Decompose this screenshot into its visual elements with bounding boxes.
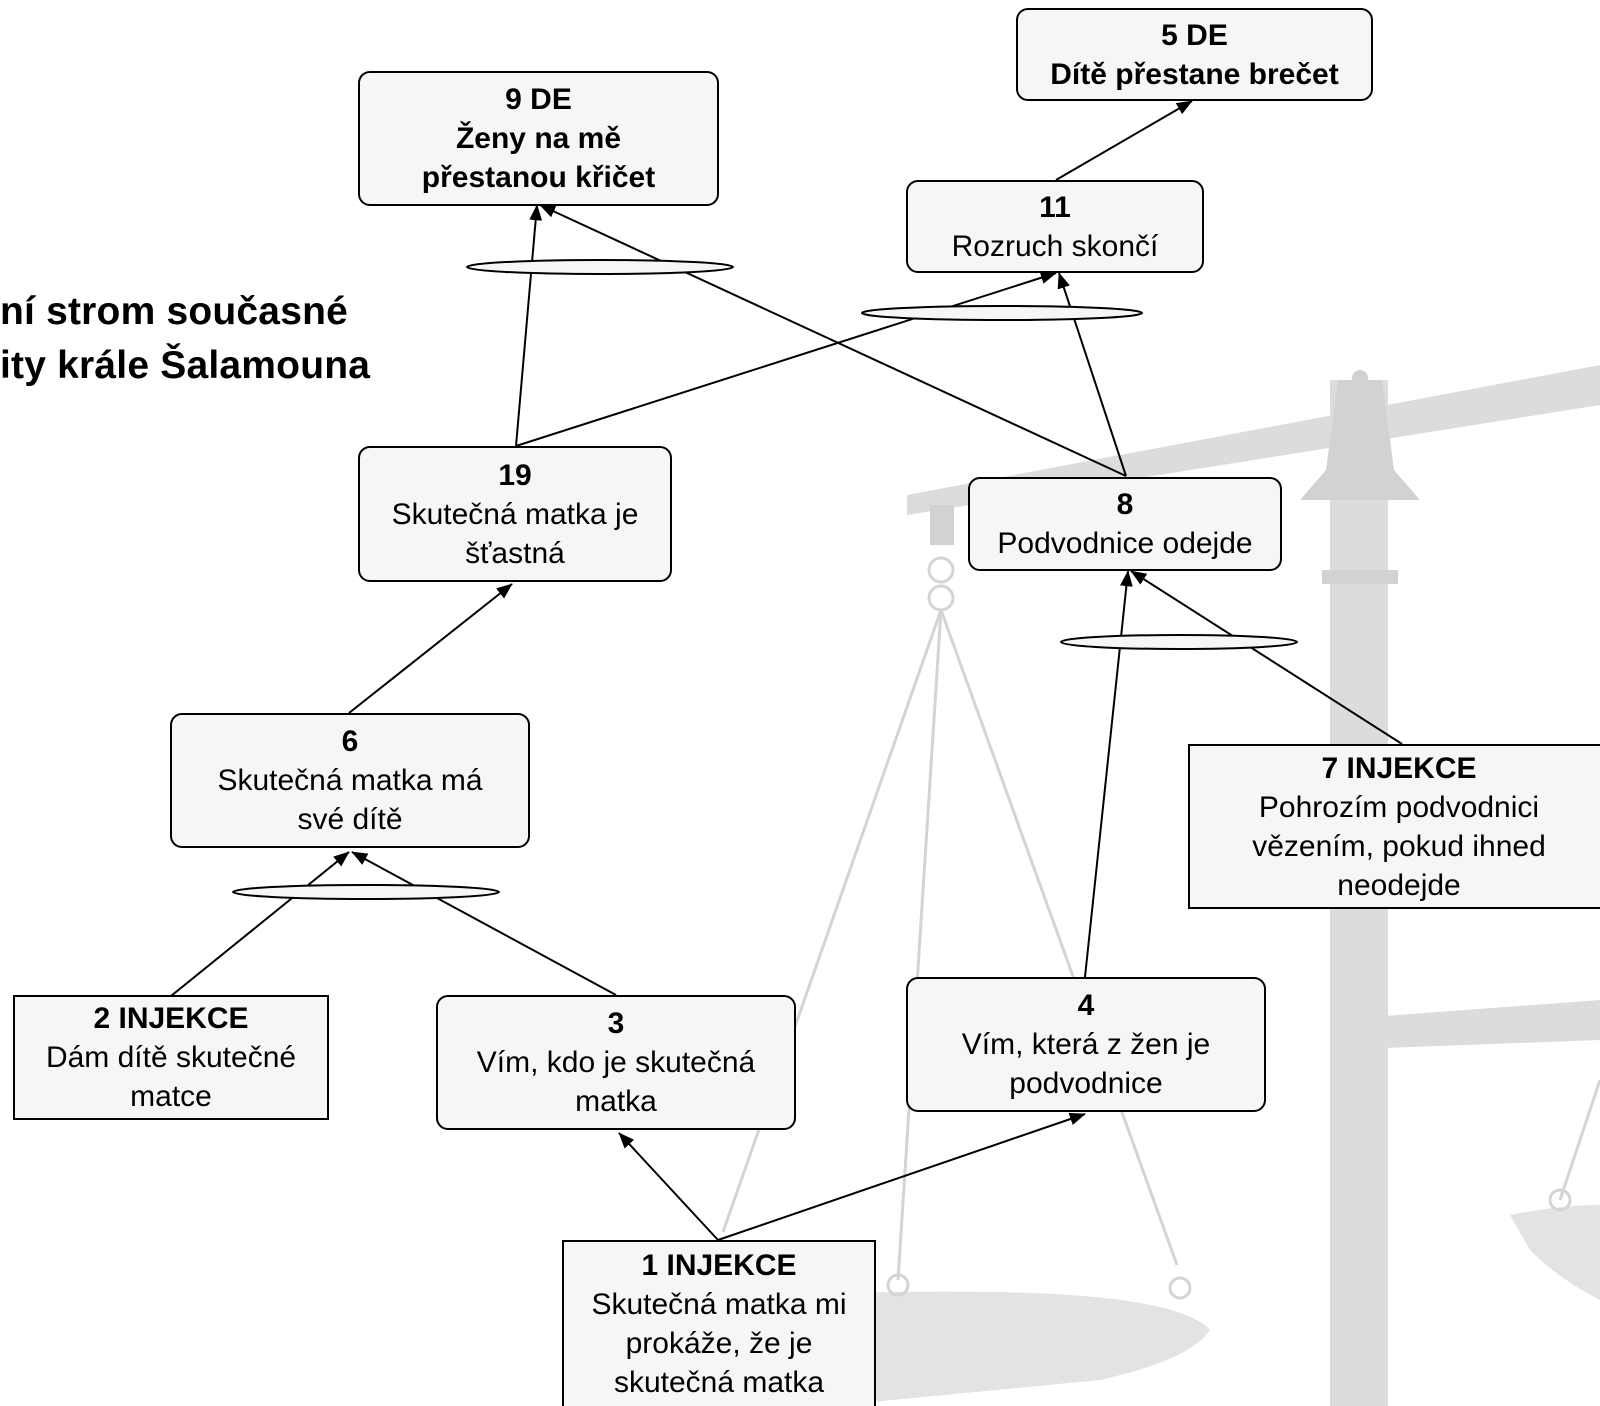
- node-4-id: 4: [1077, 989, 1095, 1022]
- node-3: 3 Vím, kdo je skutečná matka: [436, 995, 796, 1130]
- edge-8-to-9: [539, 204, 1127, 477]
- node-11-text: Rozruch skončí: [951, 229, 1159, 263]
- node-7-text: Pohrozím podvodnici vězením, pokud ihned…: [1252, 790, 1546, 902]
- node-1-id: 1 INJEKCE: [641, 1249, 797, 1282]
- node-5-text: Dítě přestane brečet: [1050, 57, 1339, 91]
- node-3-text: Vím, kdo je skutečná matka: [476, 1046, 756, 1118]
- node-11-id: 11: [1039, 190, 1071, 224]
- and-connector-9: [466, 259, 734, 275]
- edge-19-to-9: [515, 204, 543, 447]
- diagram-title-line-1: ní strom současné: [0, 290, 349, 333]
- node-7-id: 7 INJEKCE: [1321, 751, 1477, 785]
- edge-11-to-5: [1055, 100, 1193, 181]
- node-7-injekce: 7 INJEKCE Pohrozím podvodnici vězením, p…: [1188, 744, 1600, 909]
- node-6: 6 Skutečná matka má své dítě: [170, 713, 530, 848]
- diagram-title-line-2: ity krále Šalamouna: [0, 344, 371, 387]
- node-8-text: Podvodnice odejde: [997, 527, 1253, 560]
- edge-19-to-11: [515, 271, 1057, 447]
- edge-7-to-8: [1130, 570, 1403, 745]
- node-9-de: 9 DE Ženy na mě přestanou křičet: [358, 71, 719, 206]
- node-4-text: Vím, která z žen je podvodnice: [961, 1028, 1211, 1100]
- edge-1-to-4: [717, 1112, 1086, 1241]
- node-6-id: 6: [341, 725, 359, 758]
- node-11: 11 Rozruch skončí: [906, 180, 1204, 273]
- node-5-id: 5 DE: [1161, 18, 1228, 52]
- node-1-text: Skutečná matka mi prokáže, že je skutečn…: [591, 1288, 847, 1399]
- and-connector-8: [1060, 634, 1298, 650]
- node-5-de: 5 DE Dítě přestane brečet: [1016, 8, 1373, 101]
- node-19-id: 19: [498, 458, 532, 492]
- node-2-injekce: 2 INJEKCE Dám dítě skutečné matce: [13, 995, 329, 1120]
- node-1-injekce: 1 INJEKCE Skutečná matka mi prokáže, že …: [562, 1240, 876, 1406]
- edge-6-to-19: [348, 583, 513, 714]
- and-connector-6: [232, 884, 500, 900]
- node-9-text: Ženy na mě přestanou křičet: [421, 122, 656, 194]
- node-8: 8 Podvodnice odejde: [968, 477, 1282, 571]
- node-2-text: Dám dítě skutečné matce: [45, 1041, 297, 1113]
- node-6-text: Skutečná matka má své dítě: [217, 764, 483, 836]
- node-19: 19 Skutečná matka je šťastná: [358, 446, 672, 582]
- and-connector-11: [861, 305, 1143, 321]
- node-19-text: Skutečná matka je šťastná: [391, 497, 639, 570]
- edge-4-to-8: [1084, 570, 1133, 978]
- node-8-id: 8: [1116, 488, 1134, 521]
- edge-3-to-6: [351, 851, 617, 996]
- edge-1-to-3: [618, 1132, 719, 1241]
- edge-2-to-6: [170, 851, 350, 997]
- node-2-id: 2 INJEKCE: [93, 1002, 249, 1035]
- node-3-id: 3: [607, 1007, 625, 1040]
- edge-8-to-11: [1057, 272, 1127, 477]
- node-4: 4 Vím, která z žen je podvodnice: [906, 977, 1266, 1112]
- and-connectors: [232, 259, 1298, 900]
- node-9-id: 9 DE: [505, 83, 572, 116]
